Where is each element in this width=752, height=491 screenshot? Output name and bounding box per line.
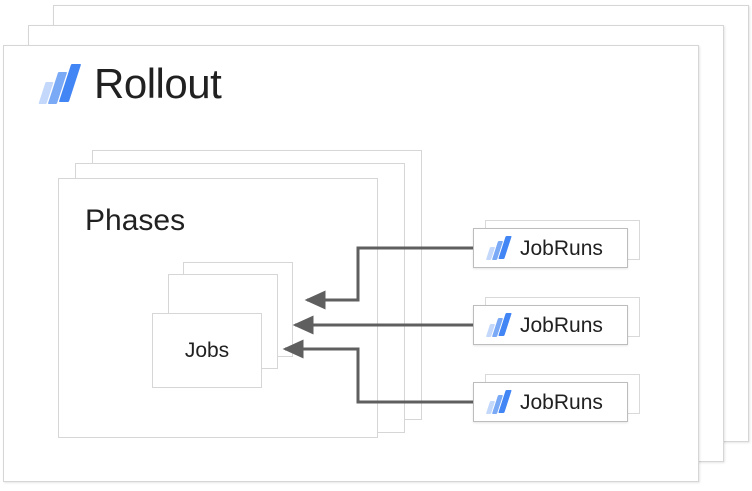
jobruns-label-3: JobRuns [520, 390, 603, 414]
jobruns-card-2[interactable]: JobRuns [473, 305, 628, 345]
rollout-logo-icon [485, 312, 512, 338]
rollout-header: Rollout [38, 60, 222, 107]
rollout-logo-icon [38, 62, 82, 106]
rollout-title: Rollout [94, 60, 222, 107]
rollout-logo-icon [485, 235, 512, 261]
jobruns-card-3[interactable]: JobRuns [473, 382, 628, 422]
jobruns-card-1[interactable]: JobRuns [473, 228, 628, 268]
jobruns-label-2: JobRuns [520, 313, 603, 337]
jobs-title: Jobs [184, 339, 230, 362]
jobruns-label-1: JobRuns [520, 236, 603, 260]
phases-title: Phases [85, 204, 186, 237]
rollout-logo-icon [485, 389, 512, 415]
jobs-card[interactable]: Jobs [152, 313, 262, 388]
